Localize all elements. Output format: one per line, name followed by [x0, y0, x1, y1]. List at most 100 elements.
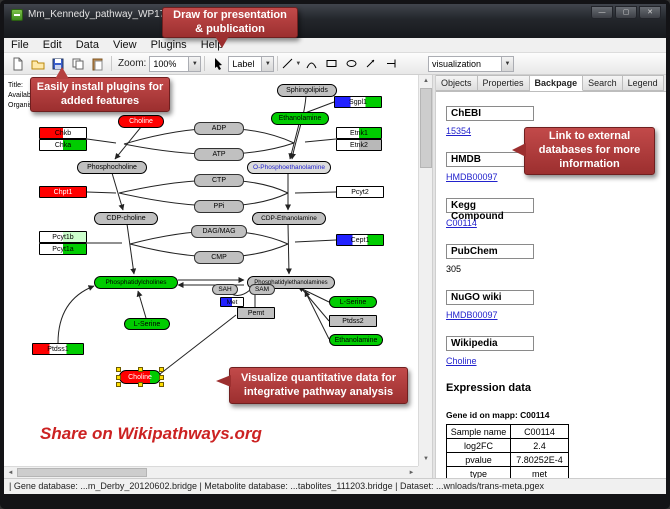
line-tool-button[interactable]: ▼ [281, 55, 301, 73]
pathway-edge[interactable] [86, 191, 117, 194]
visualization-select[interactable]: visualization ▼ [428, 56, 514, 72]
tab-objects[interactable]: Objects [436, 75, 478, 91]
pathway-node-cmp[interactable]: CMP [194, 251, 244, 264]
pathway-edge[interactable] [111, 172, 125, 211]
selection-handle[interactable] [159, 367, 164, 372]
selection-handle[interactable] [159, 382, 164, 387]
menu-data[interactable]: Data [75, 39, 99, 51]
pathway-node-adp[interactable]: ADP [194, 122, 244, 135]
pathway-edge[interactable] [294, 191, 337, 194]
pathway-edge[interactable] [159, 314, 237, 375]
pathway-node-ctp[interactable]: CTP [194, 174, 244, 187]
rectangle-tool-button[interactable] [321, 55, 341, 73]
pathway-node-sphingolipids[interactable]: Sphingolipids [277, 84, 337, 97]
selection-handle[interactable] [116, 382, 121, 387]
pathway-node-pemt[interactable]: Pemt [237, 307, 275, 319]
close-button[interactable]: ✕ [639, 6, 661, 19]
backpage-link[interactable]: C00114 [446, 218, 477, 228]
pathway-node-pcyt1b[interactable]: Pcyt1b [39, 231, 87, 243]
pathway-node-o-phosphoethanolamine[interactable]: O-Phosphoethanolamine [247, 161, 331, 174]
zoom-select[interactable]: 100% ▼ [149, 55, 202, 72]
pathway-node-chka[interactable]: Chka [39, 139, 87, 151]
pathway-node-chpt1[interactable]: Chpt1 [39, 186, 87, 198]
backpage-link[interactable]: Choline [446, 356, 477, 366]
copy-button[interactable] [68, 55, 88, 73]
vertical-scrollbar[interactable]: ▲ ▼ [418, 75, 432, 466]
maximize-button[interactable]: ▢ [615, 6, 637, 19]
pathway-node-l-serine[interactable]: L-Serine [329, 296, 377, 308]
pathway-edge[interactable] [290, 95, 307, 160]
pathway-node-ptdss2[interactable]: Ptdss2 [329, 315, 377, 327]
vertical-scroll-thumb[interactable] [420, 88, 432, 168]
selection-handle[interactable] [116, 367, 121, 372]
pathway-node-met[interactable]: Met [220, 297, 244, 307]
scroll-right-icon[interactable]: ► [406, 468, 417, 478]
ellipse-tool-button[interactable] [341, 55, 361, 73]
scroll-left-icon[interactable]: ◄ [5, 468, 16, 478]
minimize-button[interactable]: — [591, 6, 613, 19]
pathway-node-pcyt2[interactable]: Pcyt2 [336, 186, 384, 198]
pathway-node-etnk1[interactable]: Etnk1 [336, 127, 382, 139]
pathway-node-sgpl1[interactable]: Sgpl1 [334, 96, 382, 108]
menu-file[interactable]: File [11, 39, 29, 51]
selection-handle[interactable] [138, 382, 143, 387]
pathway-node-cdp-choline[interactable]: CDP-choline [94, 212, 158, 225]
menu-plugins[interactable]: Plugins [150, 39, 187, 51]
panel-splitter[interactable] [432, 75, 436, 478]
label-tool-select[interactable]: Label ▼ [228, 55, 275, 72]
tab-properties[interactable]: Properties [477, 75, 530, 91]
pathway-node-chkb[interactable]: Chkb [39, 127, 87, 139]
tab-legend[interactable]: Legend [622, 75, 664, 91]
pathway-edge[interactable] [297, 286, 330, 303]
tab-backpage[interactable]: Backpage [529, 75, 584, 91]
pathway-edge[interactable] [126, 223, 137, 275]
pathway-canvas[interactable]: Title:Availability:Organism: Sphingolipi… [4, 75, 418, 466]
pathway-node-phosphocholine[interactable]: Phosphocholine [77, 161, 147, 174]
pathway-node-choline[interactable]: Choline [116, 367, 164, 387]
pathway-node-ethanolamine[interactable]: Ethanolamine [271, 112, 329, 125]
horizontal-scrollbar[interactable]: ◄ ► [4, 466, 418, 478]
tab-search[interactable]: Search [583, 75, 623, 91]
pathway-node-l-serine[interactable]: L-Serine [124, 318, 170, 330]
scroll-down-icon[interactable]: ▼ [420, 454, 432, 465]
selection-handle[interactable] [116, 375, 121, 380]
selection-handle[interactable] [138, 367, 143, 372]
new-file-button[interactable] [8, 55, 28, 73]
pathway-node-atp[interactable]: ATP [194, 148, 244, 161]
pathway-edge[interactable] [285, 223, 292, 275]
arc-tool-button[interactable] [301, 55, 321, 73]
pathway-edge[interactable] [304, 101, 335, 114]
menu-view[interactable]: View [112, 39, 137, 51]
pathway-node-ethanolamine[interactable]: Ethanolamine [329, 334, 383, 346]
pathway-edge[interactable] [304, 290, 330, 340]
select-tool-button[interactable] [208, 55, 228, 73]
backpage-link[interactable]: 15354 [446, 126, 472, 136]
pathway-node-choline[interactable]: Choline [118, 115, 164, 128]
horizontal-scroll-thumb[interactable] [17, 468, 147, 477]
menu-edit[interactable]: Edit [42, 39, 62, 51]
pathway-node-sah[interactable]: SAH [212, 284, 238, 295]
pathway-node-ppi[interactable]: PPi [194, 200, 244, 213]
pathway-edge[interactable] [57, 285, 95, 344]
paste-button[interactable] [88, 55, 108, 73]
pathway-node-sam[interactable]: SAM [249, 284, 275, 295]
pathway-edge[interactable] [294, 239, 337, 243]
pathway-edge[interactable] [86, 138, 117, 144]
pathway-node-etnk2[interactable]: Etnk2 [336, 139, 382, 151]
pathway-node-phosphatidylcholines[interactable]: Phosphatidylcholines [94, 276, 178, 289]
pathway-node-ptdss1[interactable]: Ptdss1 [32, 343, 84, 355]
open-button[interactable] [28, 55, 48, 73]
pathway-node-dag-mag[interactable]: DAG/MAG [191, 225, 247, 238]
arrow-tool-button[interactable] [361, 55, 381, 73]
pathway-node-cdp-ethanolamine[interactable]: CDP-Ethanolamine [252, 212, 326, 225]
selection-handle[interactable] [159, 375, 164, 380]
backpage-link[interactable]: HMDB00097 [446, 172, 498, 182]
backpage-link[interactable]: HMDB00097 [446, 310, 498, 320]
scroll-up-icon[interactable]: ▲ [420, 76, 432, 87]
pathway-edge[interactable] [136, 290, 147, 319]
tbar-tool-button[interactable] [381, 55, 401, 73]
pathway-edge[interactable] [304, 138, 337, 143]
pathway-node-pcyt1a[interactable]: Pcyt1a [39, 243, 87, 255]
pathway-node-cept1[interactable]: Cept1 [336, 234, 384, 246]
